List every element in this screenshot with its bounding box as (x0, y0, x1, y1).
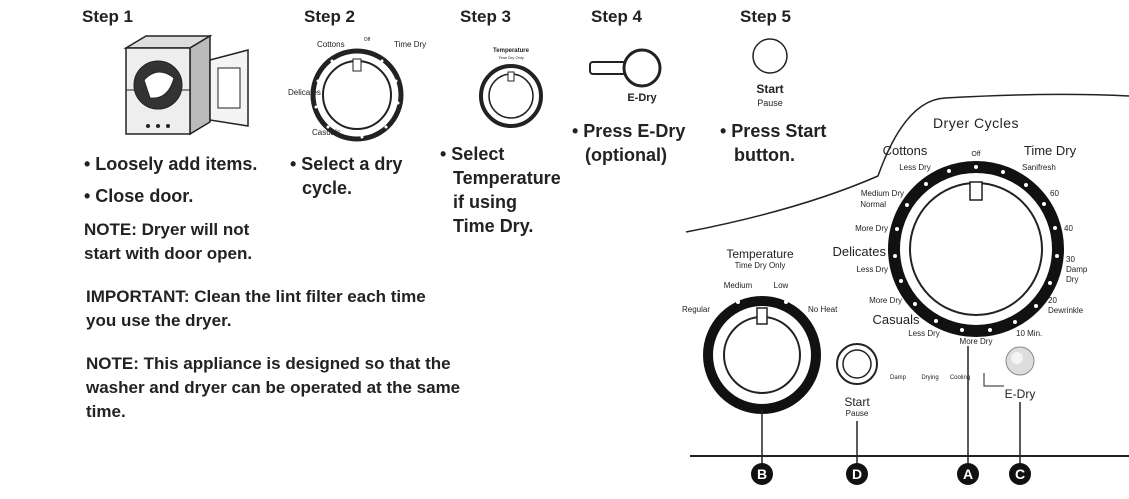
label-start: Start (844, 395, 870, 409)
temperature-dial (703, 296, 821, 414)
step-1-bullet-2: • Close door. (84, 186, 194, 206)
important-line-2: you use the dryer. (86, 311, 232, 330)
edry-label-small: E-Dry (627, 92, 657, 104)
marker-c: C (1009, 463, 1031, 485)
step-5-title: Step 5 (740, 7, 792, 26)
label-10-min: 10 Min. (1016, 329, 1042, 338)
label-sanifresh: Sanifresh (1022, 163, 1056, 172)
label-dry: Dry (1066, 275, 1078, 284)
svg-text:D: D (852, 466, 862, 482)
label-low: Low (774, 281, 789, 290)
label-less-dry-3: Less Dry (908, 329, 940, 338)
label-40: 40 (1064, 224, 1073, 233)
label-60: 60 (1050, 189, 1059, 198)
temperature-dial-small: Temperature Time Dry Only (479, 48, 543, 128)
svg-text:B: B (757, 466, 767, 482)
label-cottons: Cottons (883, 143, 928, 158)
start-button-illustration: Start Pause (752, 38, 788, 108)
step-4-bullet-1: • Press E-Dry (572, 121, 686, 141)
svg-text:C: C (1015, 466, 1025, 482)
marker-b: B (751, 463, 773, 485)
step-1-bullet-1: • Loosely add items. (84, 154, 258, 174)
label-medium-dry: Medium Dry (861, 189, 904, 198)
cycle-dial-small: Cottons Off Time Dry Delicates Casuals (288, 37, 426, 142)
step-2-bullet-1: • Select a dry (290, 154, 403, 174)
label-cooling-status: Cooling (950, 375, 970, 381)
note2-line-1: NOTE: This appliance is designed so that… (86, 354, 451, 373)
pause-label-small: Pause (757, 98, 783, 108)
dial-label-time-dry: Time Dry (394, 40, 426, 49)
step-3-bullet-4: Time Dry. (453, 216, 534, 236)
label-delicates: Delicates (833, 244, 887, 259)
step-5-bullet-1: • Press Start (720, 121, 827, 141)
step-2-bullet-2: cycle. (302, 178, 353, 198)
label-more-dry-2: More Dry (869, 296, 902, 305)
step-4-bullet-2: (optional) (585, 145, 667, 165)
label-edry: E-Dry (1005, 387, 1036, 401)
label-damp-status: Damp (890, 375, 907, 381)
step-3-bullet-1: • Select (440, 144, 505, 164)
label-less-dry-2: Less Dry (856, 265, 888, 274)
marker-d: D (846, 463, 868, 485)
edry-button-illustration: E-Dry (589, 48, 662, 104)
dryer-illustration (123, 34, 249, 136)
step-3-bullet-3: if using (453, 192, 517, 212)
label-time-dry: Time Dry (1024, 143, 1077, 158)
label-regular: Regular (682, 305, 710, 314)
label-no-heat: No Heat (808, 305, 838, 314)
step-3-title: Step 3 (460, 7, 512, 26)
label-off: Off (971, 151, 980, 158)
svg-text:A: A (963, 466, 973, 482)
label-30: 30 (1066, 255, 1075, 264)
step-1-title: Step 1 (82, 7, 134, 26)
dial-label-temperature: Temperature (493, 48, 530, 54)
dial-label-casuals: Casuals (312, 128, 341, 137)
dial-label-off: Off (364, 37, 371, 43)
label-less-dry-1: Less Dry (899, 163, 931, 172)
label-20: 20 (1048, 296, 1057, 305)
label-damp: Damp (1066, 265, 1088, 274)
dial-label-time-dry-only: Time Dry Only (498, 55, 523, 60)
label-pause: Pause (846, 409, 869, 418)
important-line-1: IMPORTANT: Clean the lint filter each ti… (86, 287, 426, 306)
label-temperature: Temperature (726, 247, 794, 261)
dial-label-delicates: Delicates (288, 88, 321, 97)
label-more-dry-1: More Dry (855, 224, 888, 233)
step-1-note-line-1: NOTE: Dryer will not (84, 220, 250, 239)
label-time-dry-only: Time Dry Only (735, 261, 786, 270)
label-drying-status: Drying (921, 375, 938, 381)
step-4-title: Step 4 (591, 7, 643, 26)
label-dewrinkle: Dewrinkle (1048, 306, 1084, 315)
step-3-bullet-2: Temperature (453, 168, 561, 188)
start-label-small: Start (756, 82, 783, 96)
label-normal: Normal (860, 200, 886, 209)
step-5-bullet-2: button. (734, 145, 795, 165)
label-medium: Medium (724, 281, 753, 290)
label-more-dry-3: More Dry (960, 337, 993, 346)
step-1-note-line-2: start with door open. (84, 244, 253, 263)
cycle-dial (888, 161, 1064, 337)
note2-line-3: time. (86, 402, 126, 421)
note2-line-2: washer and dryer can be operated at the … (86, 378, 461, 397)
dial-label-cottons: Cottons (317, 40, 345, 49)
dryer-cycles-title: Dryer Cycles (933, 115, 1019, 131)
label-casuals: Casuals (873, 312, 920, 327)
step-2-title: Step 2 (304, 7, 356, 26)
marker-a: A (957, 463, 979, 485)
